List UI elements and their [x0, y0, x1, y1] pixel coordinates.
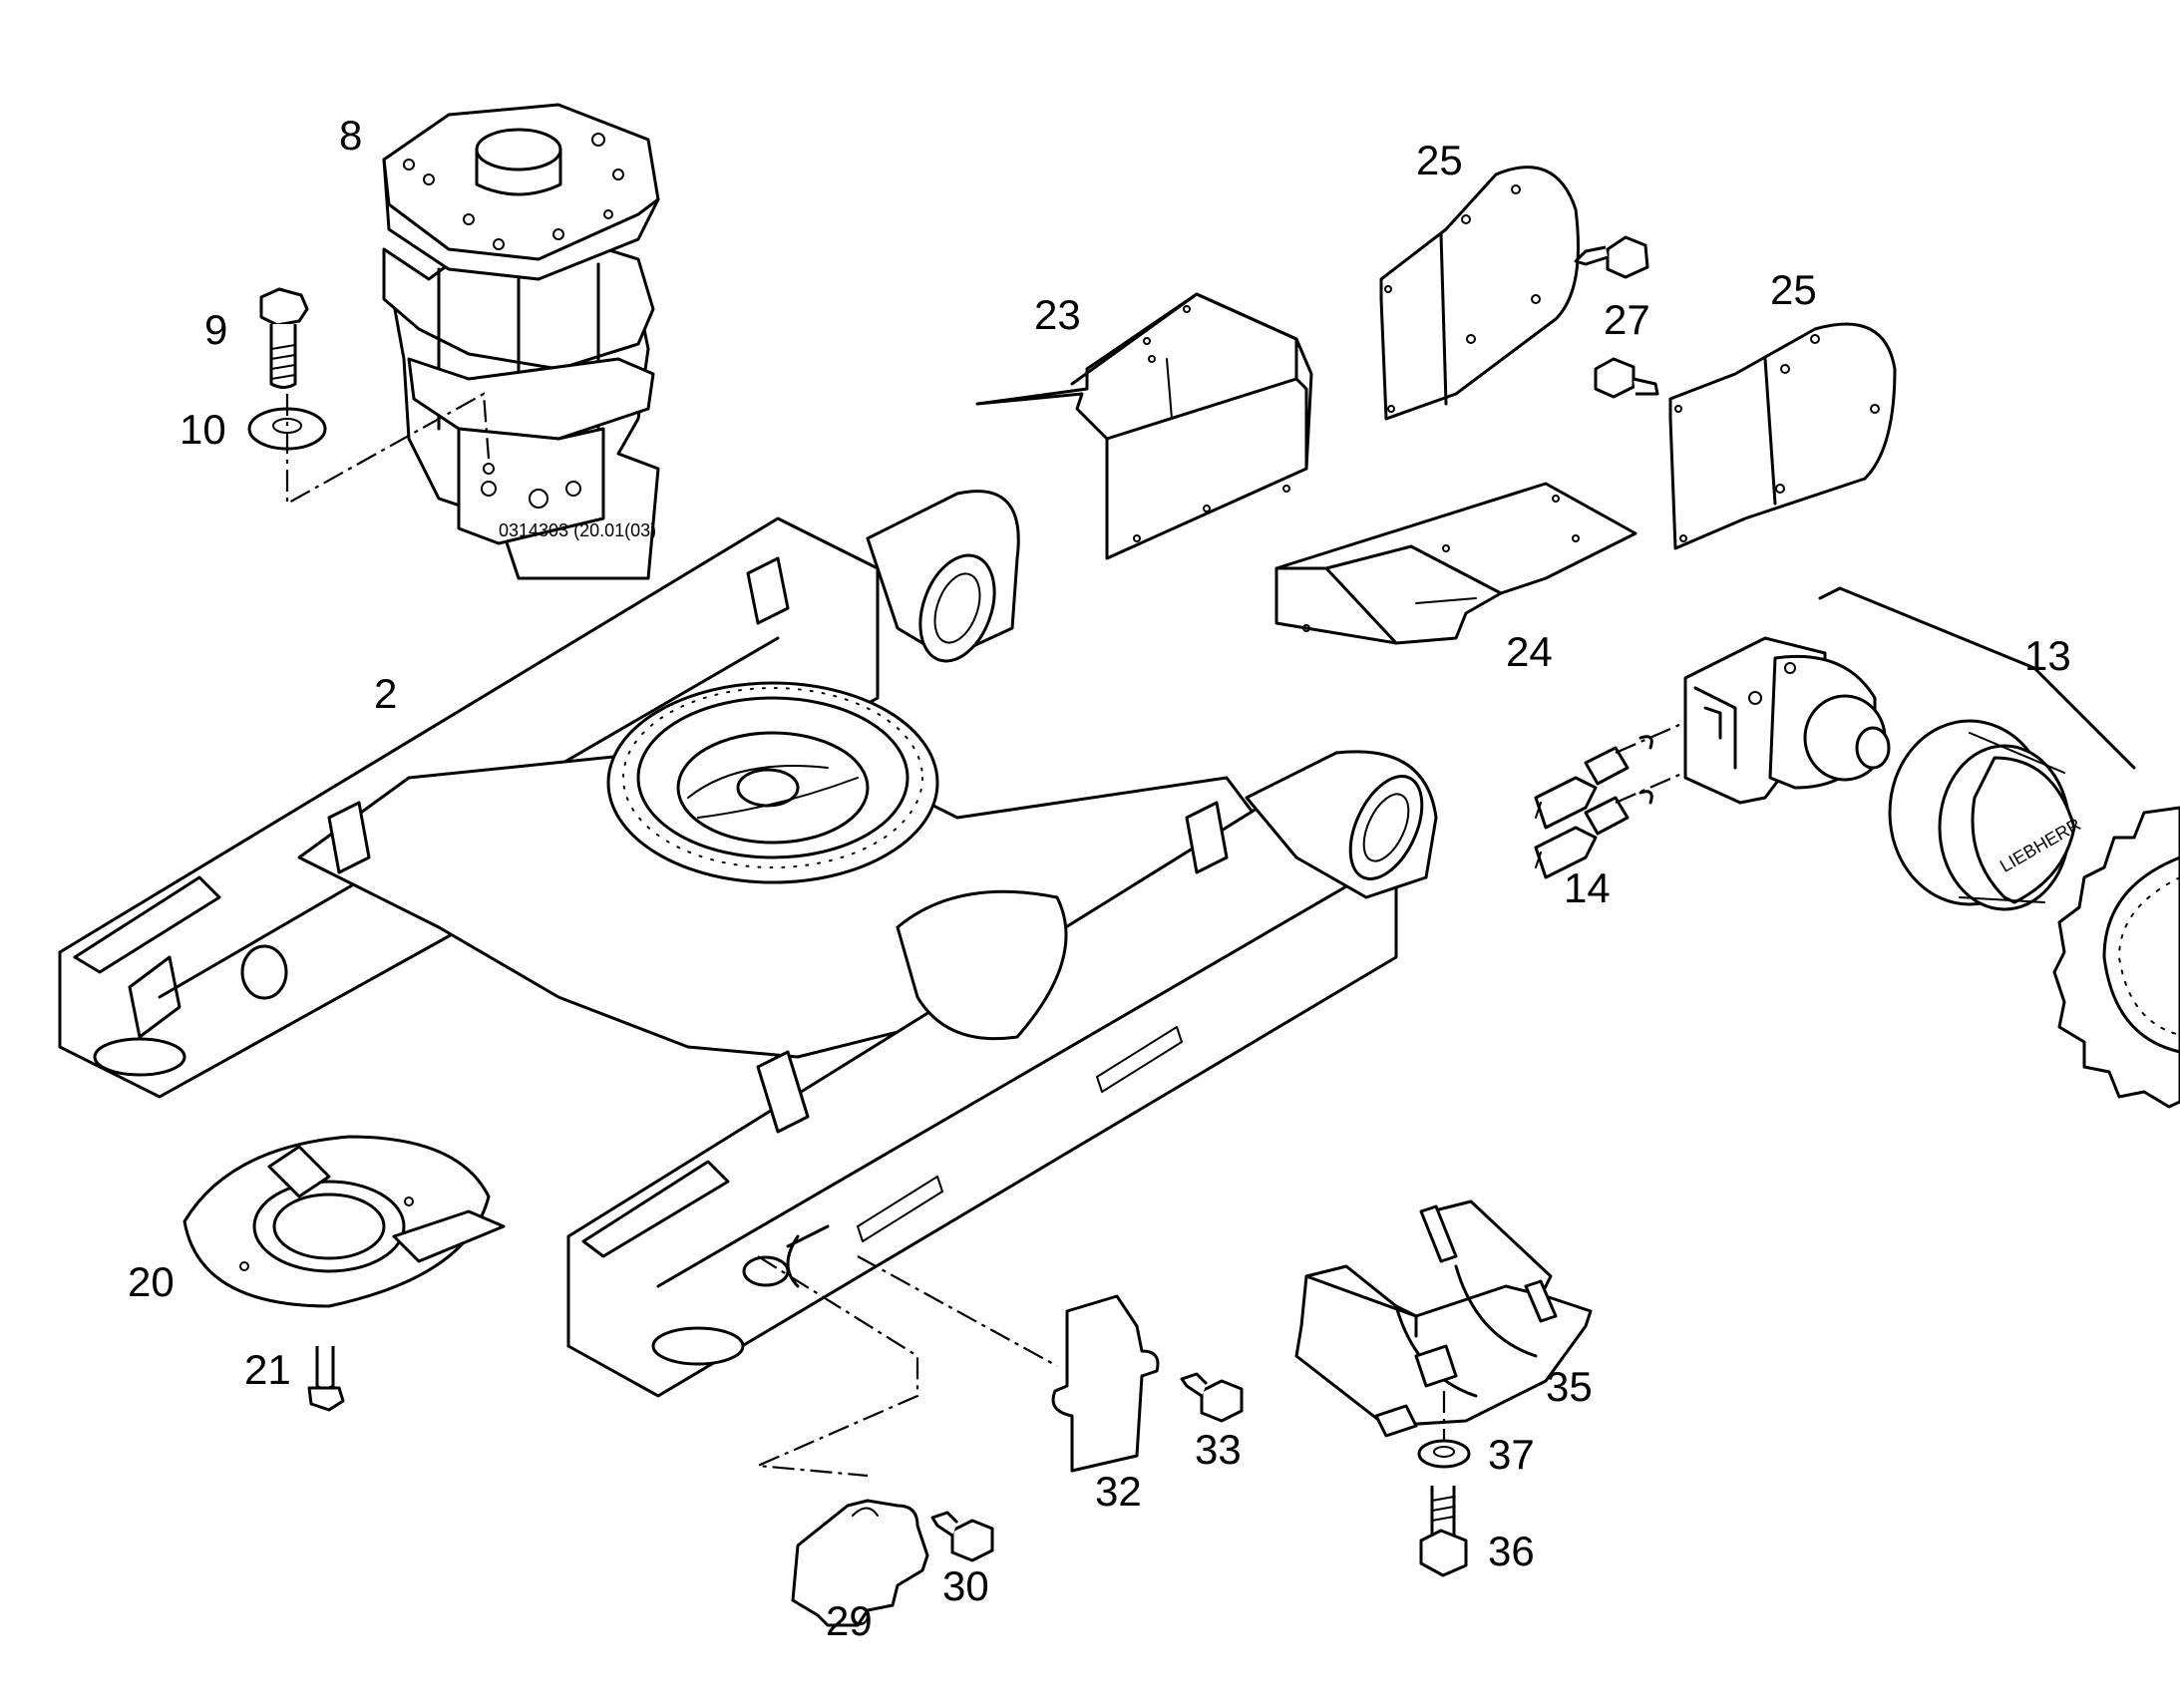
part-bolt-30[interactable]: [930, 1511, 994, 1562]
callout-23: 23: [1034, 291, 1081, 338]
callout-32: 32: [1095, 1468, 1142, 1515]
svg-text:0314303 (20.01(03): 0314303 (20.01(03): [499, 520, 656, 540]
callout-9: 9: [204, 306, 227, 353]
part-undercarriage-frame[interactable]: [58, 490, 1438, 1398]
part-bolt-27-upper[interactable]: [1574, 235, 1649, 279]
part-guard-25-lower[interactable]: [1668, 322, 1897, 550]
part-bolt-9[interactable]: [259, 287, 309, 389]
part-rotary-joint[interactable]: 0314303 (20.01(03): [382, 103, 660, 580]
callout-24: 24: [1506, 628, 1553, 675]
callout-30: 30: [942, 1562, 989, 1609]
part-guide-35[interactable]: [1294, 1199, 1593, 1438]
part-bolt-36[interactable]: [1419, 1486, 1468, 1577]
part-cover-23[interactable]: [975, 292, 1313, 560]
callout-35: 35: [1546, 1363, 1593, 1410]
callout-8: 8: [339, 112, 362, 159]
callout-13: 13: [2024, 632, 2071, 679]
callout-29: 29: [826, 1597, 873, 1644]
part-fittings-14[interactable]: [1534, 716, 1696, 879]
part-cover-32[interactable]: [1051, 1294, 1160, 1473]
leader-29: [757, 1255, 919, 1478]
callout-37: 37: [1488, 1431, 1535, 1478]
callout-10: 10: [180, 406, 226, 453]
callout-27: 27: [1604, 296, 1650, 343]
leader-13: [1818, 586, 2136, 770]
part-plate-20[interactable]: [182, 1135, 506, 1308]
callout-36: 36: [1488, 1528, 1535, 1574]
callout-25-lower: 25: [1770, 266, 1817, 313]
leader-32: [857, 1255, 1058, 1367]
part-bolt-21[interactable]: [307, 1346, 345, 1412]
part-guard-25-upper[interactable]: [1379, 166, 1580, 421]
part-cover-29[interactable]: [791, 1499, 929, 1627]
part-bolt-33[interactable]: [1180, 1372, 1244, 1423]
callout-14: 14: [1564, 864, 1611, 911]
callout-2: 2: [374, 670, 397, 717]
part-washer-37[interactable]: [1417, 1439, 1471, 1469]
callout-20: 20: [128, 1258, 175, 1305]
leader-8-9: [285, 392, 491, 506]
part-travel-drive-13[interactable]: LIEBHERR: [1683, 636, 2180, 1109]
part-bolt-27-lower[interactable]: [1594, 357, 1659, 399]
part-cover-24[interactable]: [1274, 482, 1637, 645]
callout-25-upper: 25: [1416, 137, 1463, 183]
callout-21: 21: [244, 1346, 291, 1393]
callout-33: 33: [1195, 1426, 1242, 1473]
